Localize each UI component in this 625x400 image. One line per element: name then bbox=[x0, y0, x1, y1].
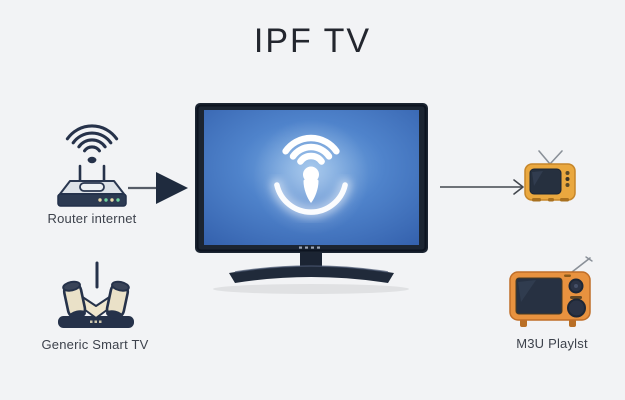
small-retro-tv-node bbox=[519, 146, 581, 208]
right-connector bbox=[438, 177, 530, 197]
smart-tv-scroll-icon bbox=[58, 261, 134, 328]
thin-arrow-right-icon bbox=[440, 179, 524, 195]
m3u-playlist-label: M3U Playlst bbox=[516, 336, 588, 351]
left-connector bbox=[126, 168, 192, 208]
generic-smart-tv-node bbox=[52, 260, 140, 332]
m3u-playlist-node bbox=[506, 256, 598, 334]
tv-wifi-hotspot-icon bbox=[195, 103, 428, 294]
page-title: IPF TV bbox=[253, 22, 372, 60]
router-label: Router internet bbox=[47, 211, 137, 226]
generic-smart-tv-label: Generic Smart TV bbox=[41, 337, 149, 352]
router-node bbox=[50, 120, 135, 210]
solid-arrow-right-icon bbox=[128, 172, 188, 204]
retro-tv-large-icon bbox=[509, 256, 593, 327]
wifi-router-icon bbox=[57, 124, 127, 207]
retro-tv-small-icon bbox=[524, 150, 576, 202]
central-tv bbox=[195, 103, 428, 295]
